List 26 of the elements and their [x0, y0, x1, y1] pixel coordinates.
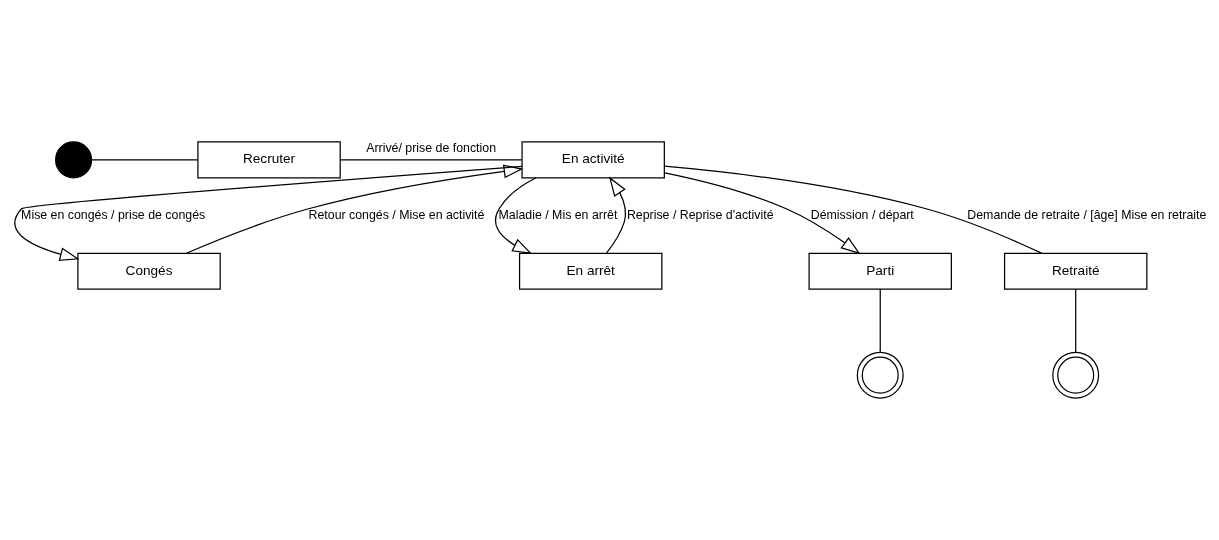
node-box: En activité [521, 141, 665, 179]
connector [1075, 288, 1077, 353]
node-circle [856, 351, 904, 399]
arrow [185, 164, 524, 254]
edge-label: Maladie / Mis en arrêt [498, 207, 618, 222]
edge-label: Reprise / Reprise d'activité [626, 207, 774, 222]
node-circle [55, 141, 93, 179]
edge-label: Démission / départ [810, 207, 914, 222]
connector [339, 159, 523, 161]
arrow [494, 177, 537, 254]
arrow [606, 176, 627, 254]
arrow [664, 172, 861, 255]
edge-label: Mise en congés / prise de congés [21, 207, 206, 222]
edge-label: Arrivé/ prise de fonction [366, 141, 497, 156]
node-box: En arrêt [518, 252, 663, 290]
node-box: Congés [77, 252, 221, 290]
connector [90, 159, 199, 161]
node-box: Recruter [197, 141, 341, 179]
connector [879, 288, 881, 353]
connector [663, 165, 1043, 254]
edge-label: Demande de retraite / [âge] Mise en retraite [967, 207, 1207, 222]
node-circle [1052, 351, 1100, 399]
arrow [14, 165, 523, 261]
edge-label: Retour congés / Mise en activité [308, 207, 485, 222]
node-box: Parti [808, 252, 952, 290]
node-box: Retraité [1003, 252, 1148, 290]
